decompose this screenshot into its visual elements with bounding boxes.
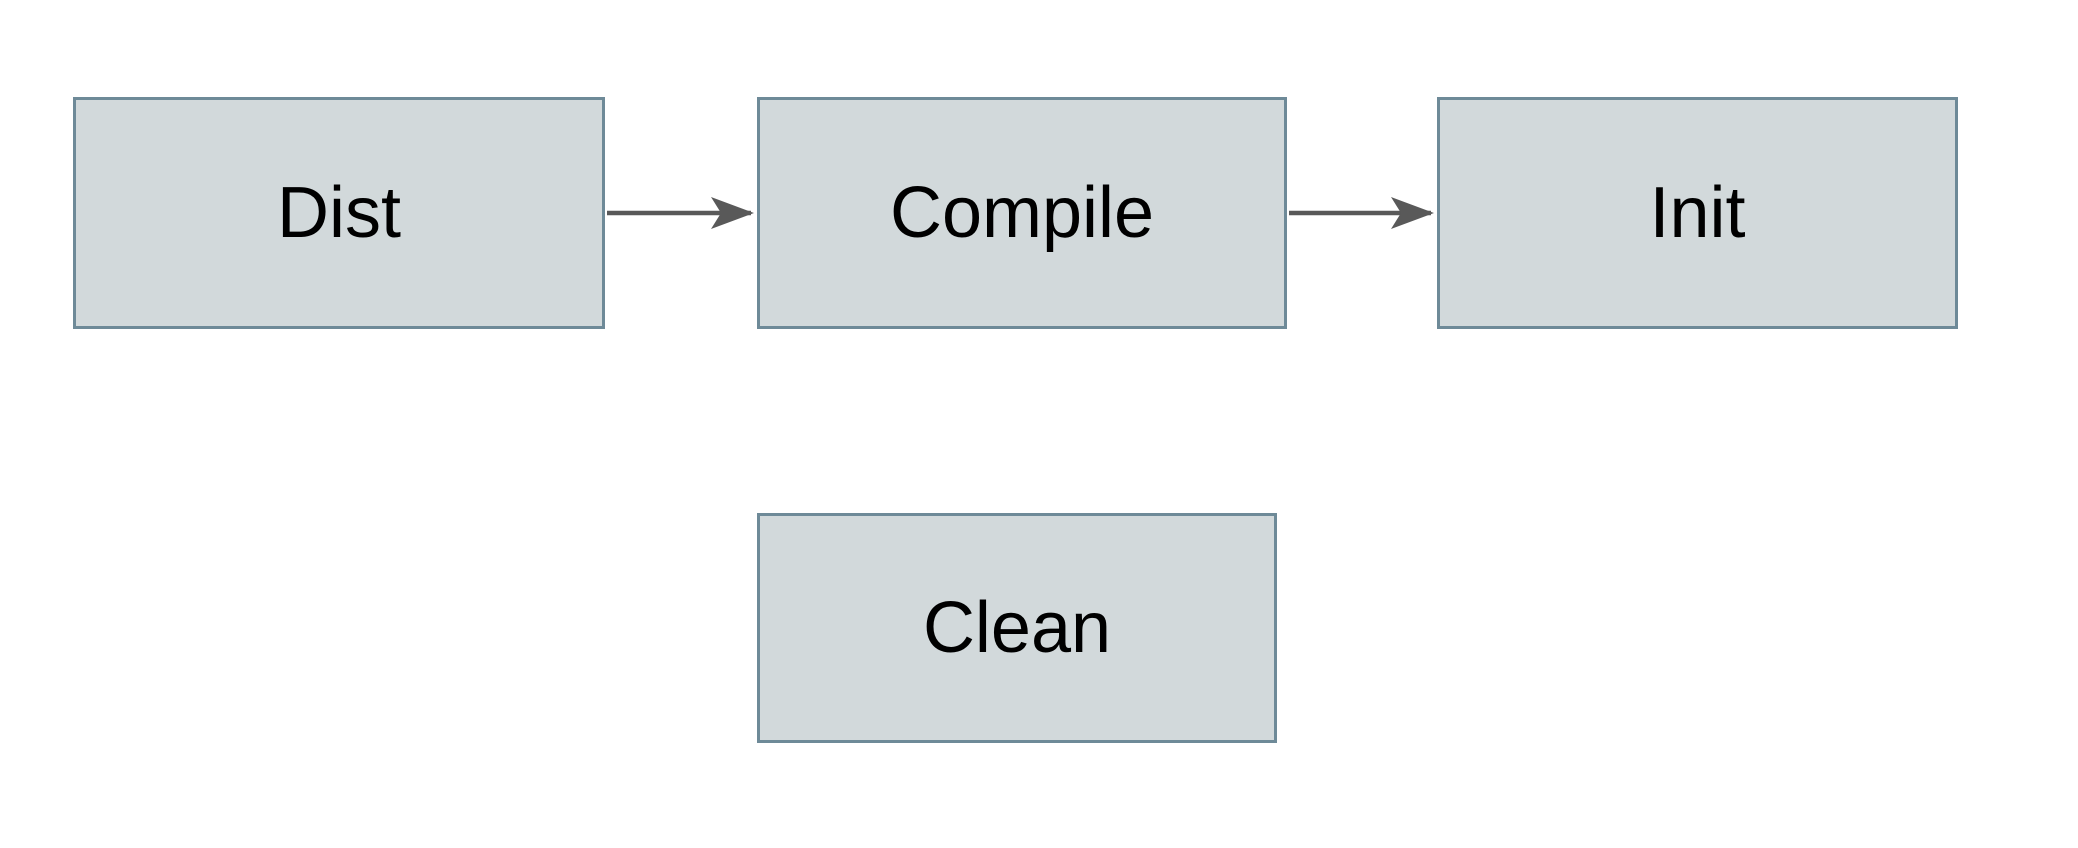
node-clean-label: Clean: [922, 588, 1112, 668]
node-init: Init: [1437, 97, 1958, 329]
node-dist: Dist: [73, 97, 605, 329]
node-compile: Compile: [757, 97, 1287, 329]
node-compile-label: Compile: [889, 173, 1155, 253]
node-init-label: Init: [1649, 173, 1746, 253]
node-clean: Clean: [757, 513, 1277, 743]
node-dist-label: Dist: [277, 173, 401, 253]
